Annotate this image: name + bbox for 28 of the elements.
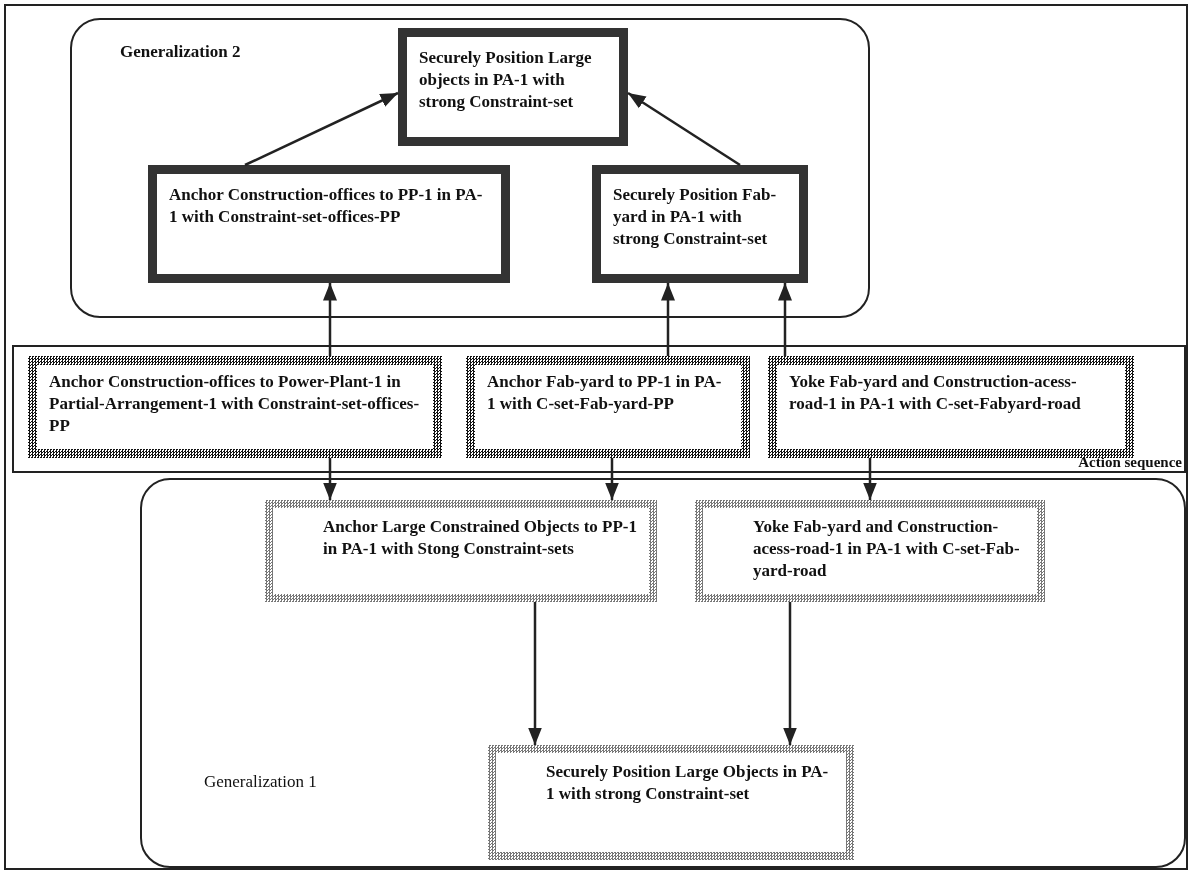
- box-text: Anchor Large Constrained Objects to PP-1 in PA-1 with Stong Constraint-sets: [323, 516, 637, 561]
- box-text: Yoke Fab-yard and Construction-acess-road-1 in PA-1 with C-set-Fabyard-road: [789, 371, 1082, 416]
- process-box: [398, 28, 628, 146]
- box-text: Anchor Fab-yard to PP-1 in PA-1 with C-set-Fab-yard-PP: [487, 371, 723, 416]
- group-label: Action sequence: [1078, 454, 1182, 471]
- arrow: [863, 458, 877, 500]
- arrow: [244, 91, 399, 167]
- arrow: [627, 91, 741, 167]
- process-box: [592, 165, 808, 283]
- arrow: [783, 602, 797, 745]
- box-text: Anchor Construction-offices to PP-1 in PA-1 with Constraint-set-offices-PP: [169, 184, 484, 229]
- box-text: Securely Position Large Objects in PA-1 with strong Constraint-set: [546, 761, 830, 806]
- arrow: [323, 283, 337, 356]
- group-label: Generalization 1: [204, 772, 317, 792]
- box-text: Securely Position Large objects in PA-1 with strong Constraint-set: [419, 47, 593, 114]
- group-panel: [70, 18, 870, 318]
- process-box: [148, 165, 510, 283]
- arrow: [661, 283, 675, 356]
- box-text: Yoke Fab-yard and Construction-acess-road-1 in PA-1 with C-set-Fab-yard-road: [753, 516, 1021, 583]
- arrow: [605, 458, 619, 500]
- group-label: Generalization 2: [120, 42, 241, 62]
- group-panel: [12, 345, 1186, 473]
- box-text: Anchor Construction-offices to Power-Plant-1 in Partial-Arrangement-1 with Constraint-set-offices-PP: [49, 371, 421, 438]
- group-panel: [140, 478, 1186, 868]
- arrow: [323, 458, 337, 500]
- arrow: [528, 602, 542, 745]
- arrow: [778, 283, 792, 356]
- box-text: Securely Position Fab-yard in PA-1 with strong Constraint-set: [613, 184, 778, 251]
